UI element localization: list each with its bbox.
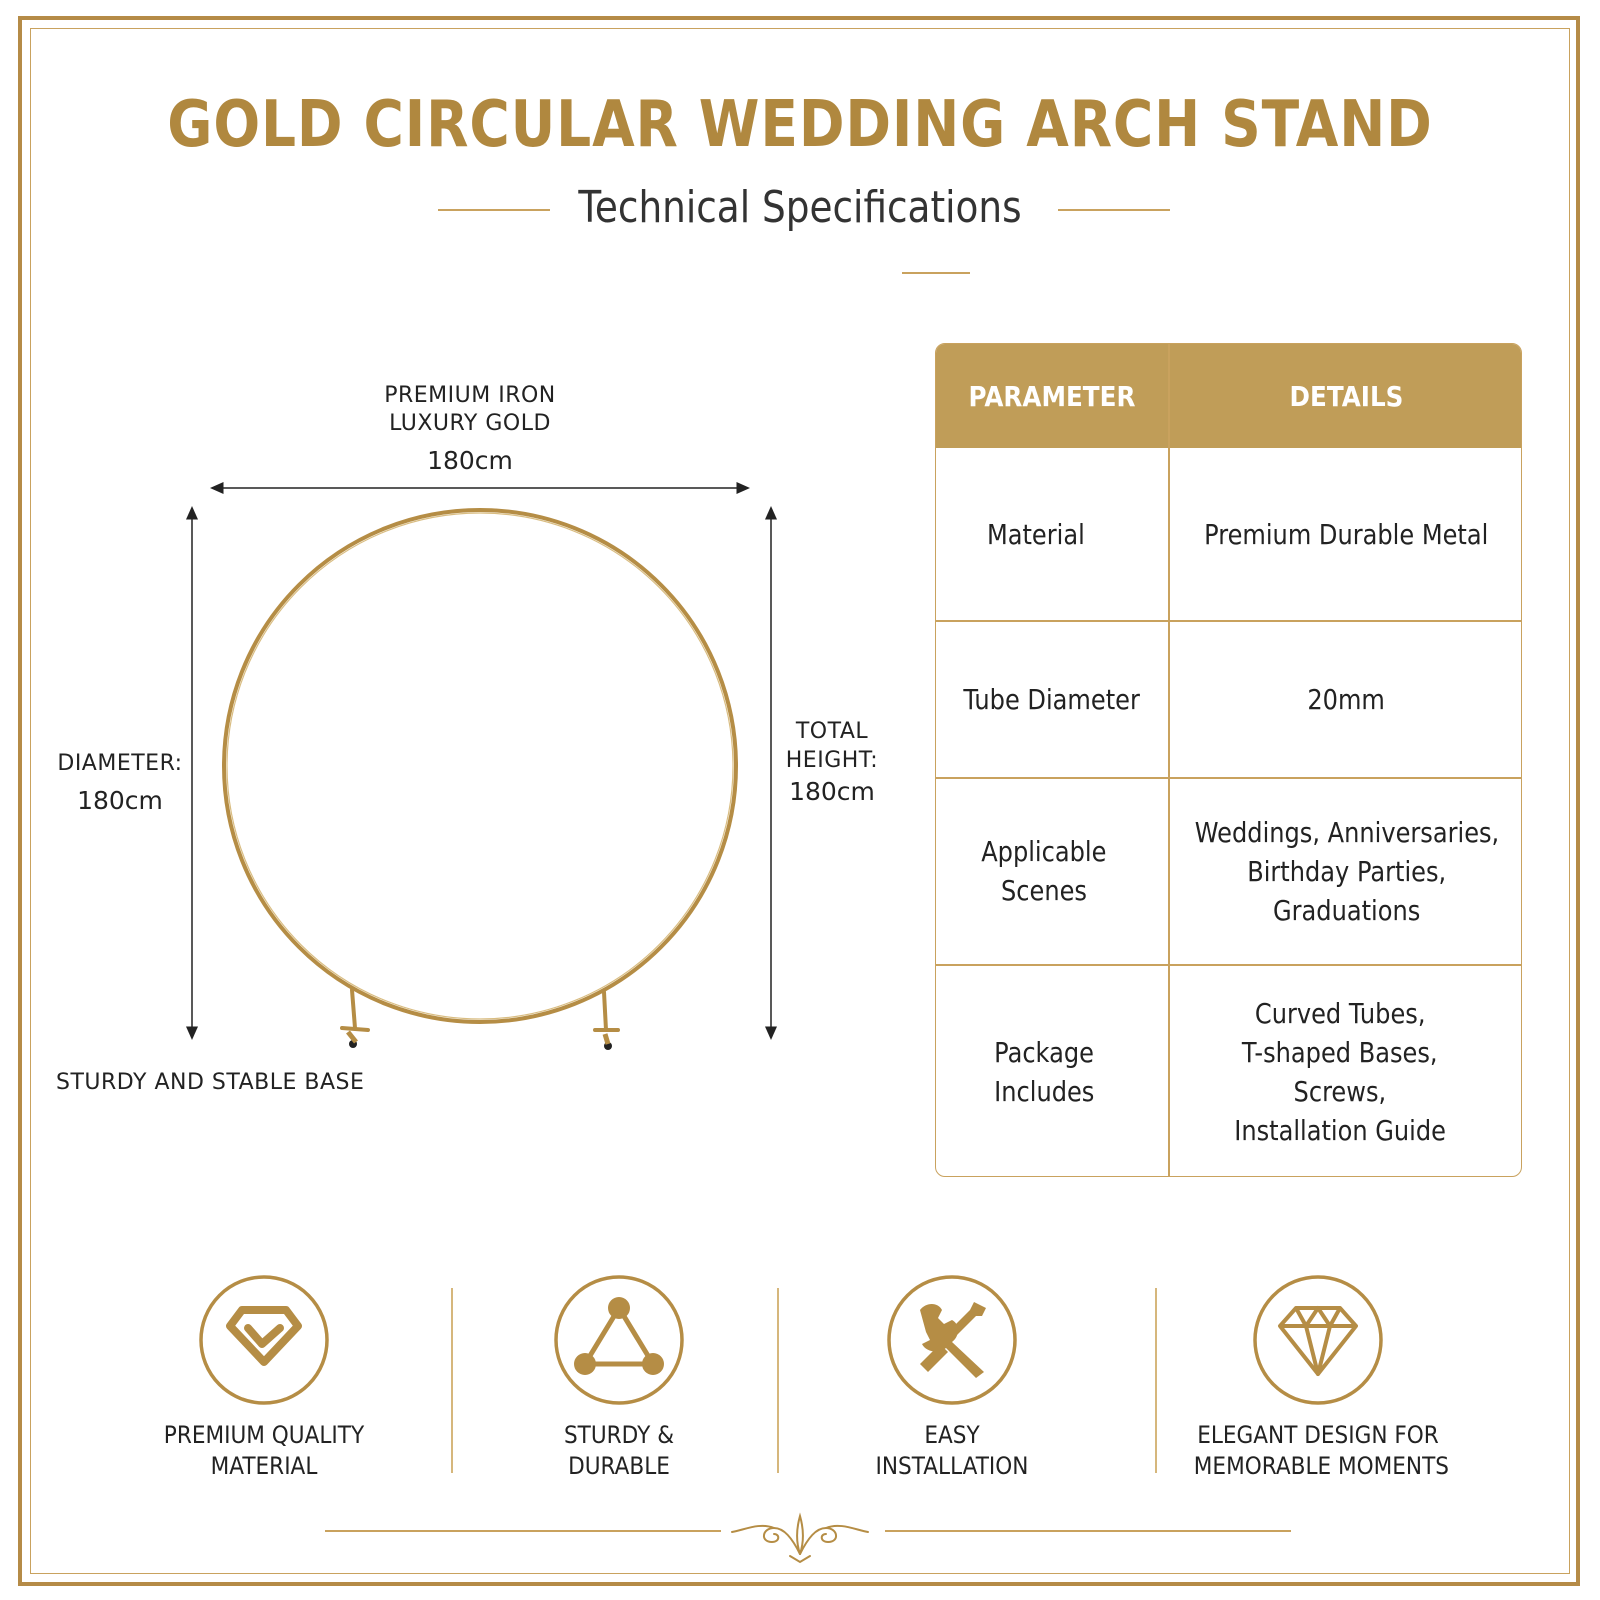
cell-details: Installation Guide — [1234, 1113, 1446, 1147]
table-header — [936, 344, 1521, 448]
bottom-rule-left — [325, 1530, 721, 1532]
triangle-nodes-icon — [554, 1275, 684, 1405]
arch-diagram — [186, 482, 777, 1050]
feature-label-line1: PREMIUM QUALITY — [163, 1421, 365, 1449]
cell-details: Graduations — [1272, 893, 1421, 927]
page-subtitle: Technical Specifications — [578, 182, 1022, 233]
table-row: Applicable Scenes — [936, 778, 1152, 964]
cell-parameter: Tube Diameter — [963, 682, 1141, 716]
quality-shield-icon — [199, 1275, 329, 1405]
table-row: Curved Tubes, T-shaped Bases, Screws, In… — [1170, 965, 1510, 1176]
diameter-label: DIAMETER: — [57, 751, 183, 776]
top-label-line2: LUXURY GOLD — [389, 411, 551, 436]
subtitle-rule-right — [1058, 209, 1170, 211]
cell-details: Weddings, Anniversaries, — [1194, 815, 1499, 849]
cell-parameter: Applicable — [981, 835, 1107, 868]
row-divider — [936, 964, 1521, 966]
base-label: STURDY AND STABLE BASE — [56, 1070, 365, 1095]
table-row: Package Includes — [936, 965, 1152, 1176]
title-underline — [902, 272, 970, 274]
row-divider — [936, 620, 1521, 622]
feature-divider — [777, 1288, 779, 1473]
width-value: 180cm — [427, 446, 513, 475]
wrench-screwdriver-icon — [887, 1275, 1017, 1405]
diameter-value: 180cm — [77, 786, 163, 815]
cell-parameter: Material — [987, 517, 1085, 551]
table-row: Premium Durable Metal — [1170, 448, 1521, 620]
feature-label-line2: MATERIAL — [210, 1452, 318, 1480]
feature-divider — [1155, 1288, 1157, 1473]
height-label-line2: HEIGHT: — [785, 748, 879, 773]
height-value: 180cm — [789, 777, 875, 806]
cell-details: 20mm — [1307, 682, 1386, 716]
cell-details: Curved Tubes, — [1254, 996, 1426, 1030]
header-details: DETAILS — [1289, 379, 1404, 413]
inner-frame — [30, 28, 1570, 1574]
cell-details: Screws, — [1293, 1074, 1387, 1108]
table-row: Material — [936, 448, 1136, 620]
spec-table: PARAMETER DETAILS Material Premium Durab… — [935, 343, 1522, 1177]
column-divider — [1168, 344, 1170, 1176]
header-parameter: PARAMETER — [968, 379, 1136, 413]
page-title: GOLD CIRCULAR WEDDING ARCH STAND — [167, 88, 1433, 162]
table-row: Weddings, Anniversaries, Birthday Partie… — [1170, 778, 1521, 964]
cell-details: T-shaped Bases, — [1242, 1035, 1438, 1069]
arch-base-legs — [340, 988, 620, 1032]
subtitle-rule-left — [438, 209, 550, 211]
cell-details: Birthday Parties, — [1246, 854, 1447, 888]
outer-frame — [18, 16, 1580, 1586]
gold-arch-ring — [222, 508, 738, 1024]
feature-label-line1: EASY — [924, 1421, 980, 1449]
feature-label-line2: DURABLE — [568, 1452, 670, 1480]
height-label-line1: TOTAL — [795, 719, 869, 744]
feature-label-line2: MEMORABLE MOMENTS — [1193, 1452, 1449, 1480]
cell-details: Premium Durable Metal — [1204, 517, 1489, 551]
feature-label-line1: ELEGANT DESIGN FOR — [1197, 1421, 1439, 1449]
cell-parameter: Includes — [993, 1074, 1095, 1108]
flourish-ornament-icon — [731, 1512, 869, 1564]
row-divider — [936, 777, 1521, 779]
top-label-line1: PREMIUM IRON — [384, 383, 556, 408]
diamond-icon — [1253, 1275, 1383, 1405]
feature-label-line1: STURDY & — [563, 1421, 675, 1449]
cell-parameter: Package — [994, 1035, 1094, 1069]
bottom-rule-right — [885, 1530, 1291, 1532]
table-row: Tube Diameter — [936, 621, 1168, 777]
cell-parameter: Scenes — [1001, 874, 1087, 907]
feature-label-line2: INSTALLATION — [875, 1452, 1029, 1480]
table-row: 20mm — [1170, 621, 1521, 777]
feature-divider — [451, 1288, 453, 1473]
